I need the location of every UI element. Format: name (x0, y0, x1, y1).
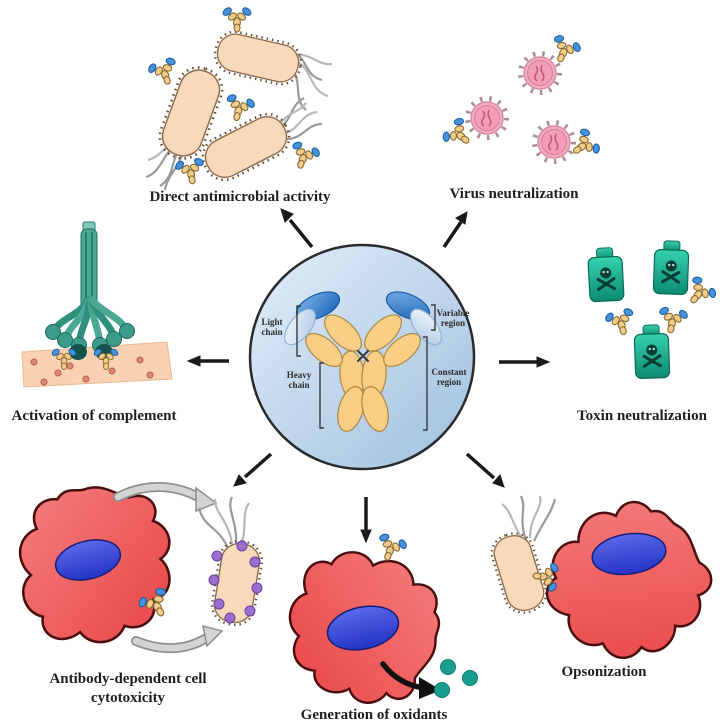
toxin-bottle (585, 245, 626, 304)
flagella (501, 495, 557, 543)
antibody-icon (284, 138, 324, 174)
constant-region-bracket (423, 336, 428, 431)
label-virus-neutralization: Virus neutralization (449, 186, 579, 202)
bacterium (209, 26, 307, 90)
label-opsonization: Opsonization (561, 664, 647, 680)
nucleus (591, 532, 667, 576)
virus (468, 99, 507, 138)
label-constant-region: Constant region (431, 367, 467, 388)
arrow-generation-oxidants (360, 497, 372, 544)
arrow-direct-antimicrobial (280, 208, 314, 249)
hinge-mark (357, 350, 369, 362)
antibody-icon (220, 91, 258, 125)
label-adcc: Antibody-dependent cell cytotoxicity (49, 671, 207, 706)
membrane-receptors (30, 356, 154, 386)
nucleus (326, 605, 400, 651)
generation-oxidants-group (275, 530, 478, 715)
label-toxin-neutralization: Toxin neutralization (577, 408, 707, 424)
antibody-structure-panel (248, 243, 476, 471)
variable-region-bracket (431, 304, 436, 331)
label-direct-antimicrobial: Direct antimicrobial activity (149, 189, 331, 205)
toxin-neutralization-group (585, 238, 720, 381)
virus-neutralization-group (438, 31, 605, 166)
virus (521, 54, 560, 93)
toxin-bottle (632, 322, 672, 381)
label-variable-region: Variable region (436, 308, 470, 329)
antibody-icon (564, 124, 605, 166)
opsonin-dots (208, 540, 263, 624)
label-activation-complement: Activation of complement (11, 408, 177, 424)
bacterium (194, 105, 298, 189)
activation-complement-group (21, 221, 173, 388)
label-heavy-chain: Heavy chain (286, 370, 312, 391)
complement-c1q (45, 221, 135, 360)
light-chain-bracket (296, 305, 301, 357)
oxidant-dots (434, 659, 478, 698)
label-light-chain: Light chain (261, 317, 283, 338)
antibody-diagram (284, 291, 442, 432)
toxin-bottle (651, 238, 691, 297)
arrow-toxin-neutralization (499, 356, 551, 368)
nucleus (54, 539, 122, 581)
direct-antimicrobial-group (144, 5, 333, 191)
antibody-icon (221, 5, 253, 33)
release-arrow (380, 661, 441, 699)
region-brackets (296, 304, 436, 431)
arrow-virus-neutralization (442, 211, 468, 248)
virus (535, 123, 574, 162)
opsonization-group (486, 475, 720, 690)
arrow-opsonization (465, 452, 505, 488)
radiating-arrows (186, 208, 551, 544)
arrow-activation-complement (186, 355, 229, 367)
antibody-icon (602, 305, 640, 339)
arrow-adcc (233, 452, 273, 487)
dashed-arrow (113, 482, 218, 513)
adcc-group (8, 476, 266, 654)
label-generation-oxidants: Generation of oxidants (300, 707, 448, 723)
dashed-arrow (131, 624, 224, 654)
heavy-chain-bracket (319, 362, 324, 429)
antibody-icon (654, 304, 691, 336)
